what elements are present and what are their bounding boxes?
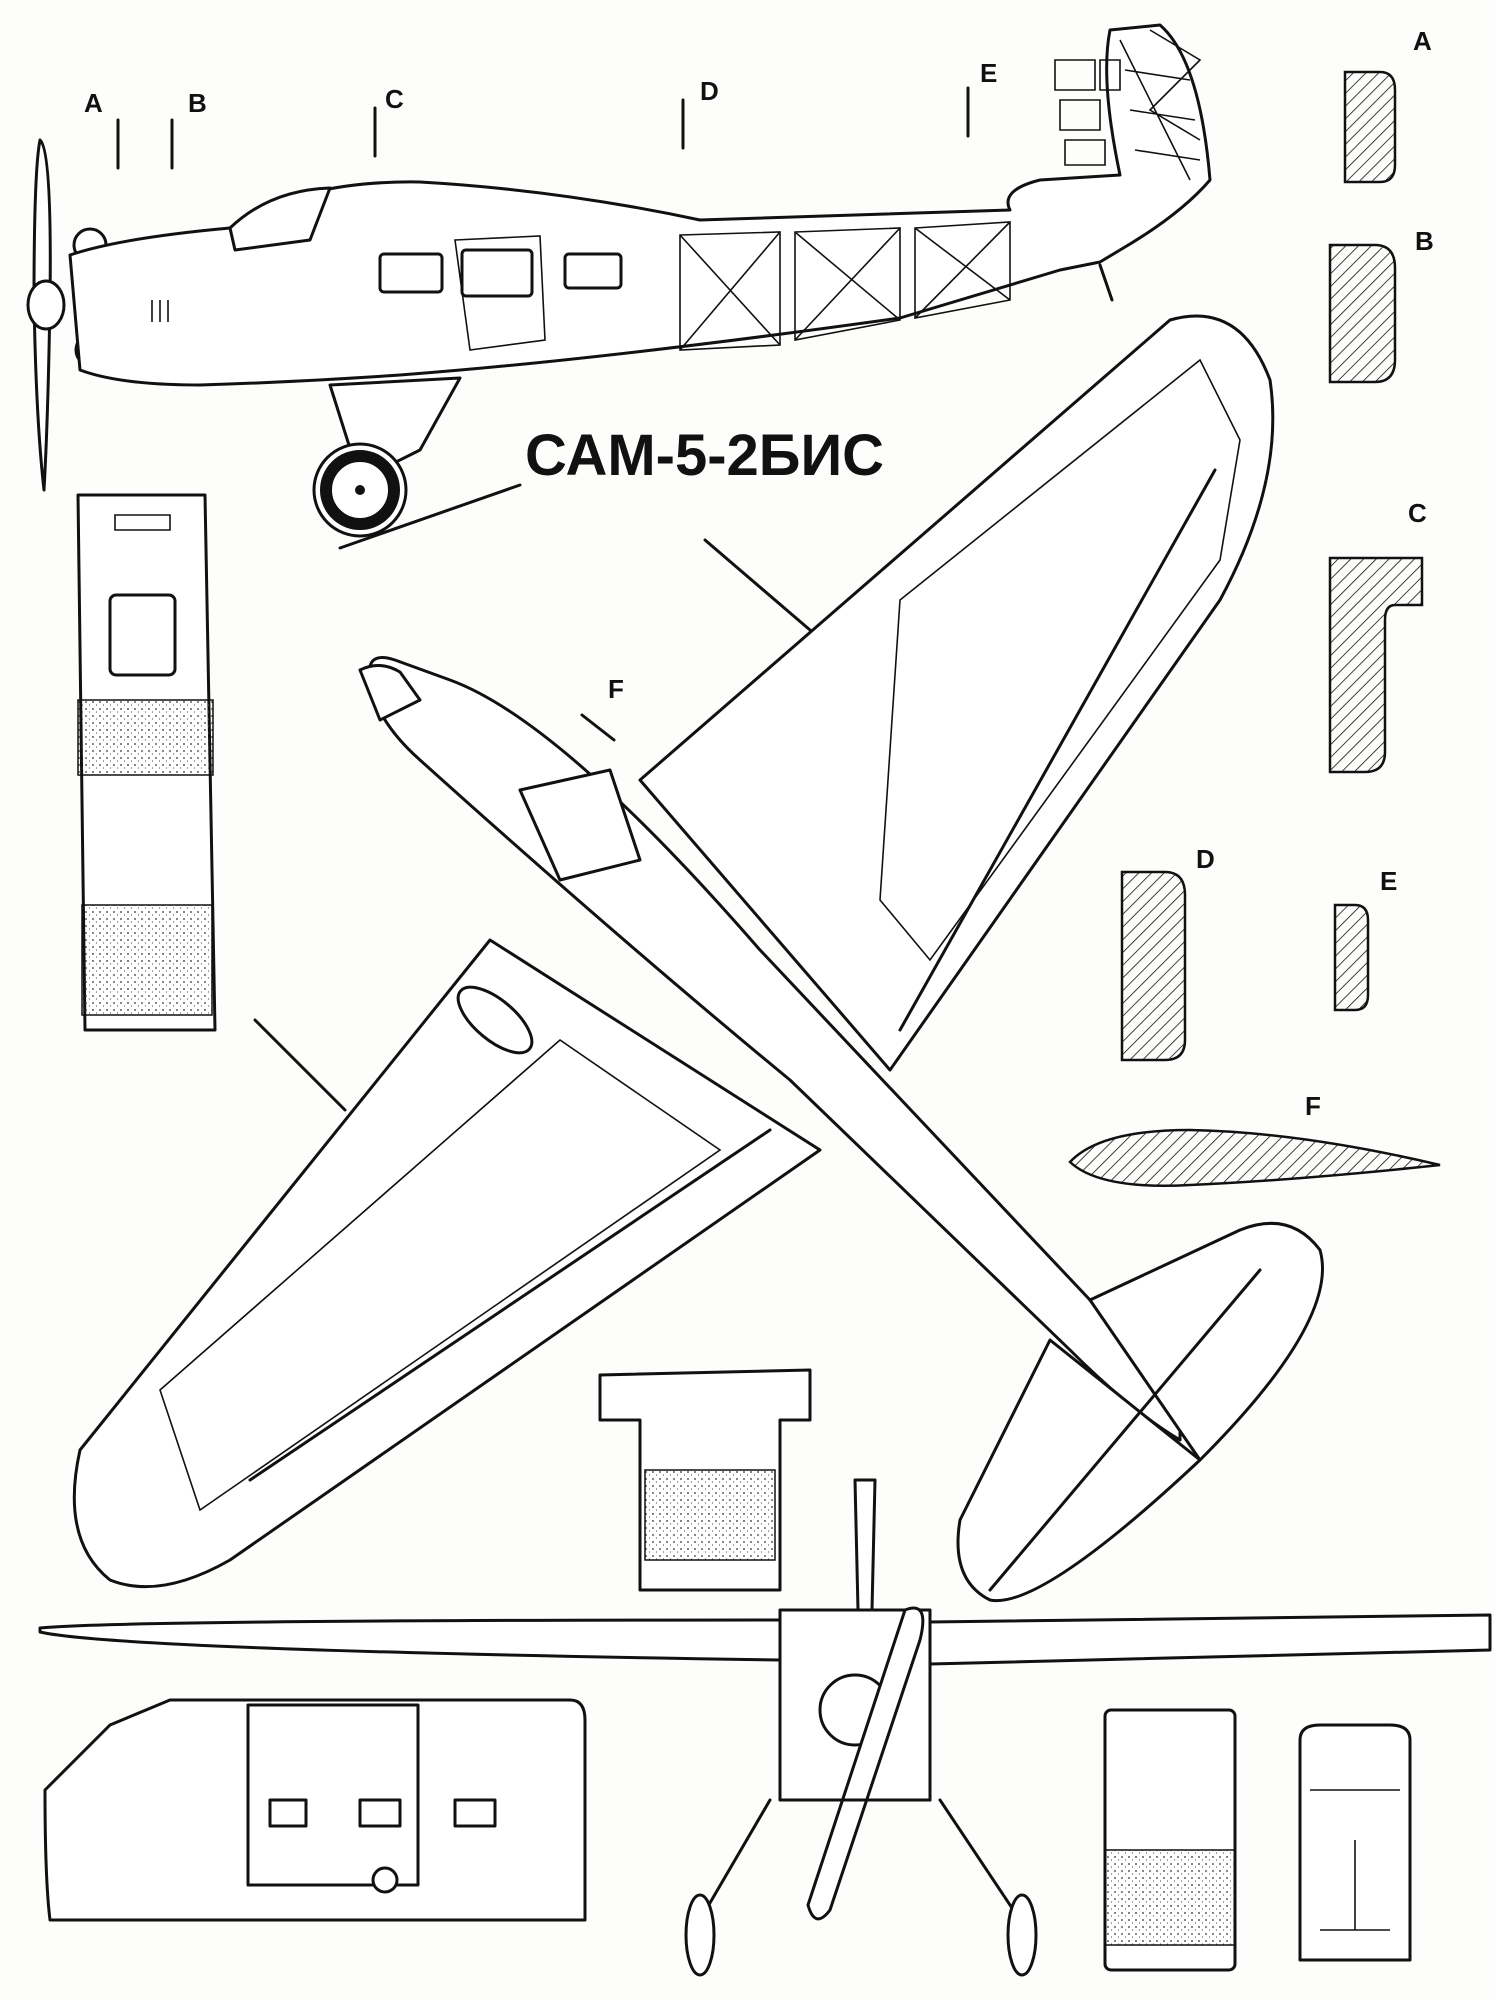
cabin-section-controls [1310, 1789, 1400, 1931]
instrument-dial [371, 1866, 399, 1894]
wing-upper-ribs [879, 358, 1241, 962]
wing-right-front [928, 1613, 1492, 1666]
title-leader [338, 483, 522, 550]
station-label-a: A [84, 88, 103, 118]
fin-front [853, 1478, 877, 1612]
section-label-b: B [1415, 226, 1434, 256]
wing-left-front [38, 1618, 782, 1662]
fabric-panel-3 [914, 221, 1011, 319]
fabric-panel-2 [794, 227, 901, 341]
fabric-panel-1 [679, 231, 781, 351]
interior-window-3 [453, 1798, 497, 1828]
bulkhead-frame [246, 1703, 420, 1887]
propeller-front [806, 1606, 925, 1921]
stabilizer-right [1088, 1221, 1324, 1462]
cabin-top-seats [644, 1469, 776, 1561]
spinner-plan [358, 664, 422, 722]
seat-row-1 [77, 699, 214, 776]
side-window-3 [563, 252, 623, 290]
station-tick-f [580, 713, 616, 742]
wheel-left-front [684, 1893, 716, 1977]
wing-struts [253, 538, 812, 1112]
section-label-a: A [1413, 26, 1432, 56]
section-label-d: D [1196, 844, 1215, 874]
fuselage-side [68, 23, 1212, 387]
section-b [1328, 243, 1397, 384]
windshield [228, 186, 332, 252]
cabin-section-seats [1104, 1849, 1236, 1946]
control-wheel [114, 514, 171, 531]
interior-window-2 [358, 1798, 402, 1828]
cockpit-glazing-plan [518, 768, 642, 882]
station-label-e: E [980, 58, 997, 88]
station-ticks [116, 86, 970, 170]
cabin-door [454, 235, 546, 351]
side-view: A B C D E [26, 23, 1212, 538]
wheel-plan [456, 985, 534, 1055]
section-c [1328, 556, 1424, 774]
wing-lower-ribs [159, 1038, 722, 1512]
plan-view: F [72, 314, 1324, 1603]
section-label-e: E [1380, 866, 1397, 896]
fin-structure [1119, 29, 1202, 181]
section-label-c: C [1408, 498, 1427, 528]
rudder-ribs [1054, 59, 1121, 166]
side-window-2 [460, 248, 534, 298]
cabin-interior-side [43, 1698, 587, 1922]
wheel-right-front [1006, 1893, 1038, 1977]
section-label-f: F [1305, 1091, 1321, 1121]
spinner [26, 279, 66, 331]
wing-lower [72, 938, 822, 1589]
tail-skid [1098, 263, 1114, 302]
front-view [38, 1478, 1492, 1977]
airfoil-section [1068, 1128, 1441, 1187]
section-e [1333, 903, 1370, 1012]
wing-upper-spar [898, 468, 1217, 1032]
tail-spar [988, 1268, 1262, 1592]
section-a [1343, 70, 1397, 184]
station-label-b: B [188, 88, 207, 118]
wing-lower-spar [248, 1128, 772, 1482]
interior-window-1 [268, 1798, 308, 1828]
station-label-f: F [608, 674, 624, 704]
seat-row-2 [81, 904, 213, 1016]
gear-legs-front [698, 1798, 1022, 1922]
station-label-c: C [385, 84, 404, 114]
cowl-vents [151, 300, 169, 322]
cross-sections: A B C D E F [1068, 26, 1441, 1187]
pilot-seat [108, 593, 177, 677]
cabin-floor-plan [76, 493, 217, 1032]
stabilizer-left [956, 1338, 1202, 1603]
small-views [598, 1368, 1412, 1972]
aircraft-title: САМ-5-2БИС [525, 423, 884, 488]
side-window-1 [378, 252, 444, 294]
section-d [1120, 870, 1187, 1062]
wing-upper [638, 314, 1275, 1072]
station-label-d: D [700, 76, 719, 106]
